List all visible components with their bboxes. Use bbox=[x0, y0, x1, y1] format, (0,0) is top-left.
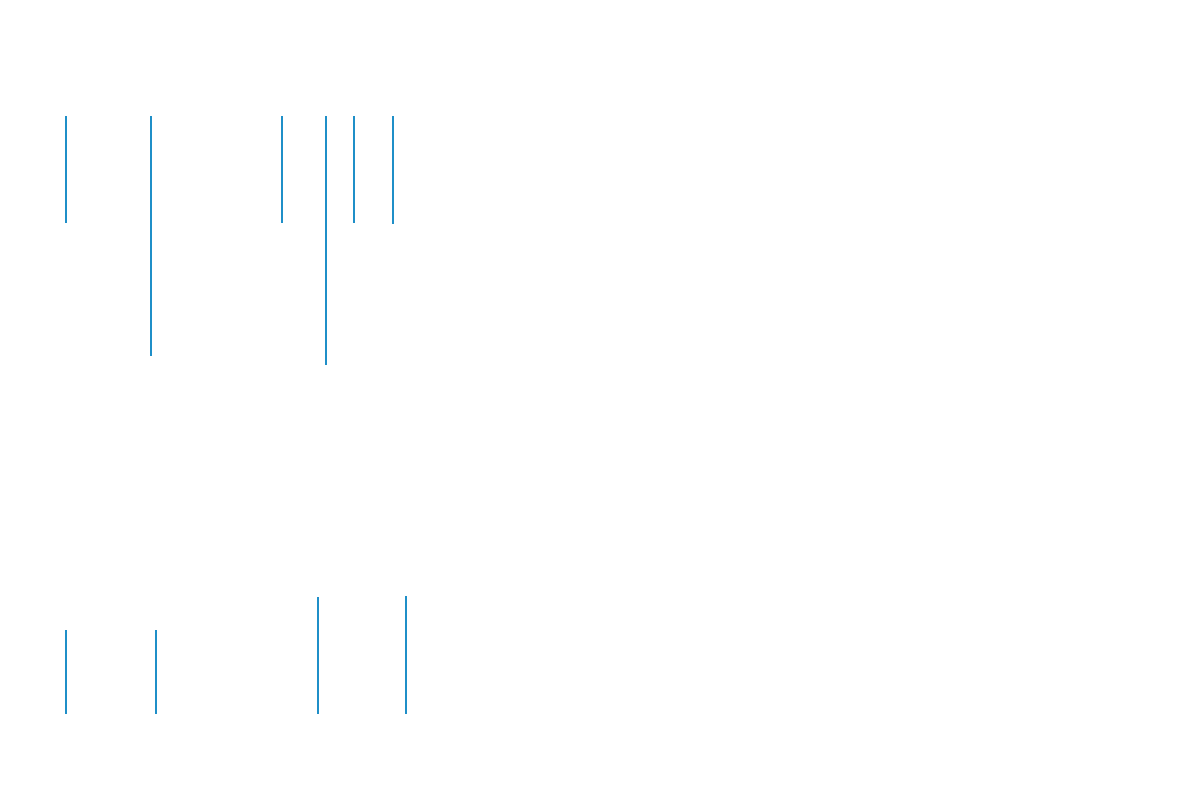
bottom-line-group bbox=[65, 596, 407, 714]
top-line-group bbox=[65, 116, 394, 365]
